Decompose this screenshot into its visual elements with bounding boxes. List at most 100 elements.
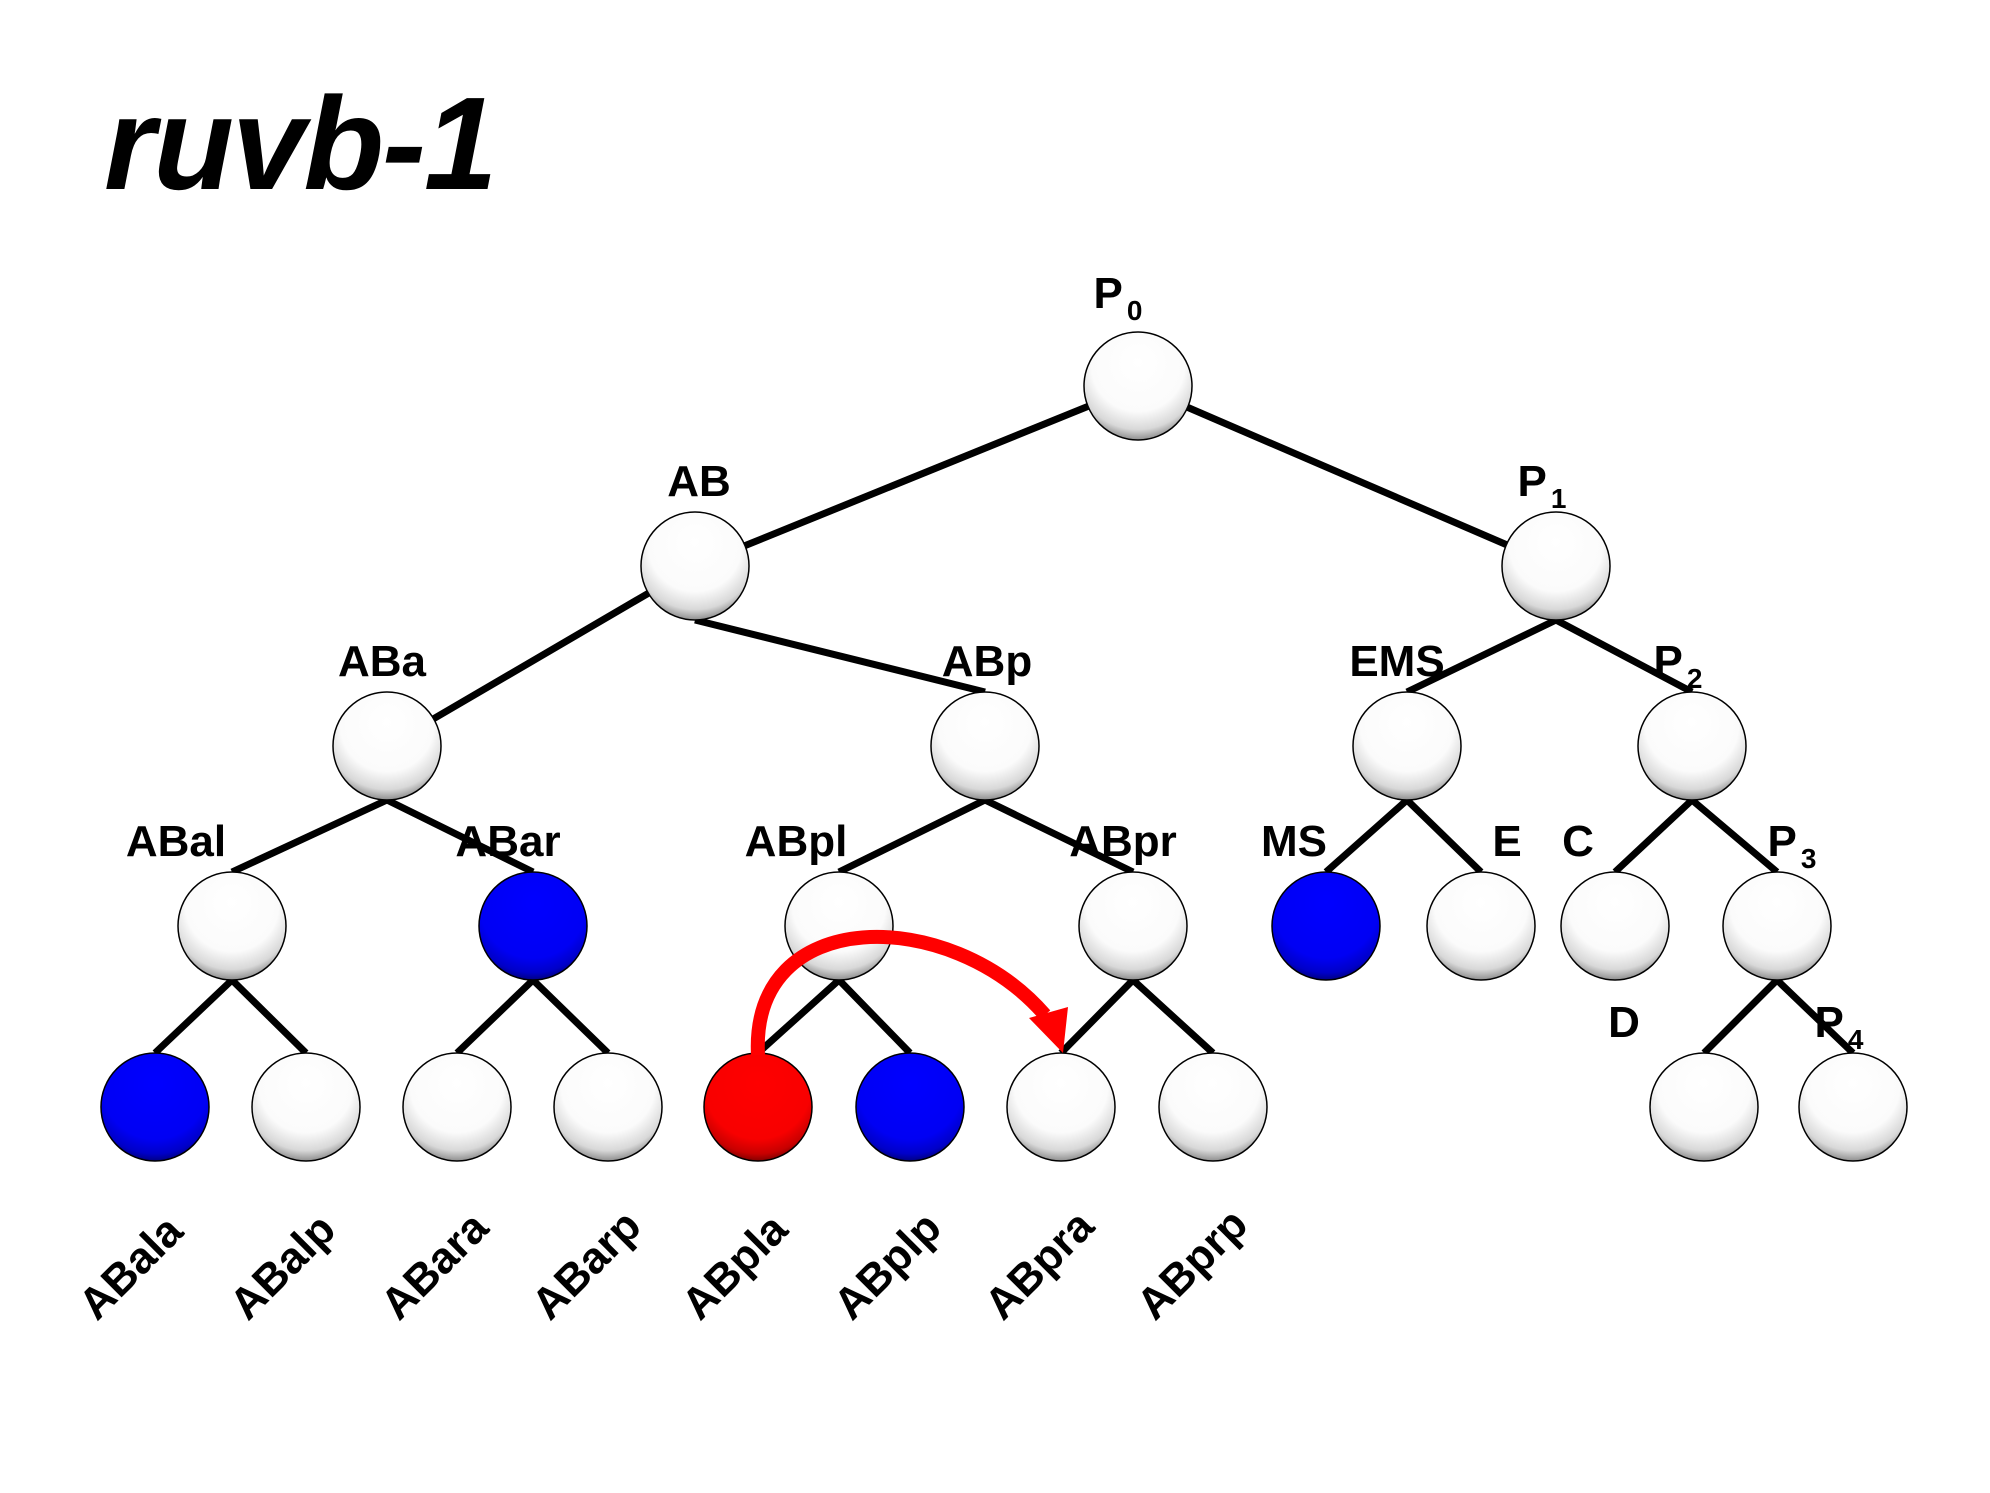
edge-P0-AB <box>740 401 1093 551</box>
edge-ABp-ABpl <box>837 796 987 876</box>
cell-ABprp <box>1158 1052 1268 1162</box>
edge-P2-P3 <box>1689 797 1780 875</box>
cell-ABa <box>332 691 442 801</box>
cell-P2 <box>1637 691 1747 801</box>
edge-EMS-MS <box>1323 797 1410 875</box>
edge-ABpr-ABpra <box>1058 977 1136 1056</box>
cell-P1 <box>1501 511 1611 621</box>
cell-ABarp <box>553 1052 663 1162</box>
label-ABpla: ABpla <box>672 1204 797 1329</box>
label-ABa: ABa <box>338 637 427 686</box>
cell-ABpra <box>1006 1052 1116 1162</box>
cell-ABal <box>177 871 287 981</box>
edges-layer <box>152 401 1856 1056</box>
label-ABarp: ABarp <box>522 1201 650 1329</box>
label-AB: AB <box>667 457 731 506</box>
label-ABalp: ABalp <box>220 1205 345 1330</box>
label-EMS: EMS <box>1349 637 1444 686</box>
cell-ABalp <box>251 1052 361 1162</box>
label-ABprp: ABprp <box>1127 1199 1257 1329</box>
label-text: P <box>1518 457 1547 506</box>
label-subscript: 3 <box>1801 843 1817 874</box>
label-ABala: ABala <box>69 1206 192 1329</box>
cell-P4 <box>1798 1052 1908 1162</box>
cell-ABala <box>100 1052 210 1162</box>
label-D: D <box>1608 998 1640 1047</box>
label-ABplp: ABplp <box>824 1203 950 1329</box>
label-text: P <box>1815 998 1844 1047</box>
arrows-layer <box>750 930 1068 1056</box>
transformation-arrow-head-icon <box>1029 1007 1068 1053</box>
transformation-arrow-shaft <box>750 930 1051 1056</box>
cell-EMS <box>1352 691 1462 801</box>
edge-ABpr-ABprp <box>1130 977 1216 1056</box>
label-C: C <box>1562 817 1594 866</box>
edge-P3-D <box>1701 977 1780 1056</box>
cell-ABpr <box>1078 871 1188 981</box>
cell-P3 <box>1722 871 1832 981</box>
edge-ABpl-ABpla <box>755 977 842 1056</box>
label-subscript: 4 <box>1848 1024 1864 1055</box>
diagram-title: ruvb-1 <box>104 70 497 217</box>
edge-EMS-E <box>1404 797 1484 875</box>
edge-P0-P1 <box>1182 402 1512 550</box>
label-text: P <box>1654 637 1683 686</box>
label-MS: MS <box>1261 817 1327 866</box>
cell-E <box>1426 871 1536 981</box>
label-text: P <box>1768 817 1797 866</box>
label-text: EMS <box>1349 637 1444 686</box>
edge-ABal-ABala <box>152 977 235 1056</box>
label-subscript: 0 <box>1127 295 1143 326</box>
label-E: E <box>1492 817 1521 866</box>
label-text: C <box>1562 817 1594 866</box>
label-text: ABa <box>338 637 427 686</box>
label-ABpl: ABpl <box>745 817 848 866</box>
cells-layer <box>100 331 1908 1162</box>
cell-ABp <box>930 691 1040 801</box>
cell-ABar <box>478 871 588 981</box>
cell-MS <box>1271 871 1381 981</box>
label-ABal: ABal <box>126 817 226 866</box>
edge-P2-C <box>1612 797 1695 875</box>
edge-ABpl-ABplp <box>836 977 913 1056</box>
label-ABpr: ABpr <box>1069 817 1177 866</box>
label-subscript: 2 <box>1687 663 1703 694</box>
label-text: MS <box>1261 817 1327 866</box>
cell-D <box>1649 1052 1759 1162</box>
label-text: AB <box>667 457 731 506</box>
edge-ABa-ABar <box>385 796 535 876</box>
edge-P1-P2 <box>1554 616 1694 696</box>
edge-ABa-ABal <box>230 796 389 876</box>
cell-C <box>1560 871 1670 981</box>
edge-ABp-ABpr <box>983 796 1135 876</box>
edge-P1-EMS <box>1405 616 1558 696</box>
cell-ABpla <box>703 1052 813 1162</box>
edge-ABal-ABalp <box>229 977 309 1056</box>
label-text: D <box>1608 998 1640 1047</box>
label-ABp: ABp <box>942 637 1032 686</box>
label-text: ABp <box>942 637 1032 686</box>
edge-ABar-ABara <box>454 977 536 1056</box>
label-ABara: ABara <box>371 1202 498 1329</box>
label-text: ABpl <box>745 817 848 866</box>
cell-ABara <box>402 1052 512 1162</box>
cell-AB <box>640 511 750 621</box>
label-ABar: ABar <box>455 817 560 866</box>
cell-P0 <box>1083 331 1193 441</box>
edge-P3-P4 <box>1774 977 1856 1056</box>
label-text: ABal <box>126 817 226 866</box>
edge-AB-ABa <box>428 588 654 724</box>
label-text: ABar <box>455 817 560 866</box>
label-ABpra: ABpra <box>975 1201 1103 1329</box>
label-text: P <box>1094 269 1123 318</box>
edge-AB-ABp <box>694 616 986 696</box>
label-text: E <box>1492 817 1521 866</box>
edge-ABar-ABarp <box>530 977 611 1056</box>
